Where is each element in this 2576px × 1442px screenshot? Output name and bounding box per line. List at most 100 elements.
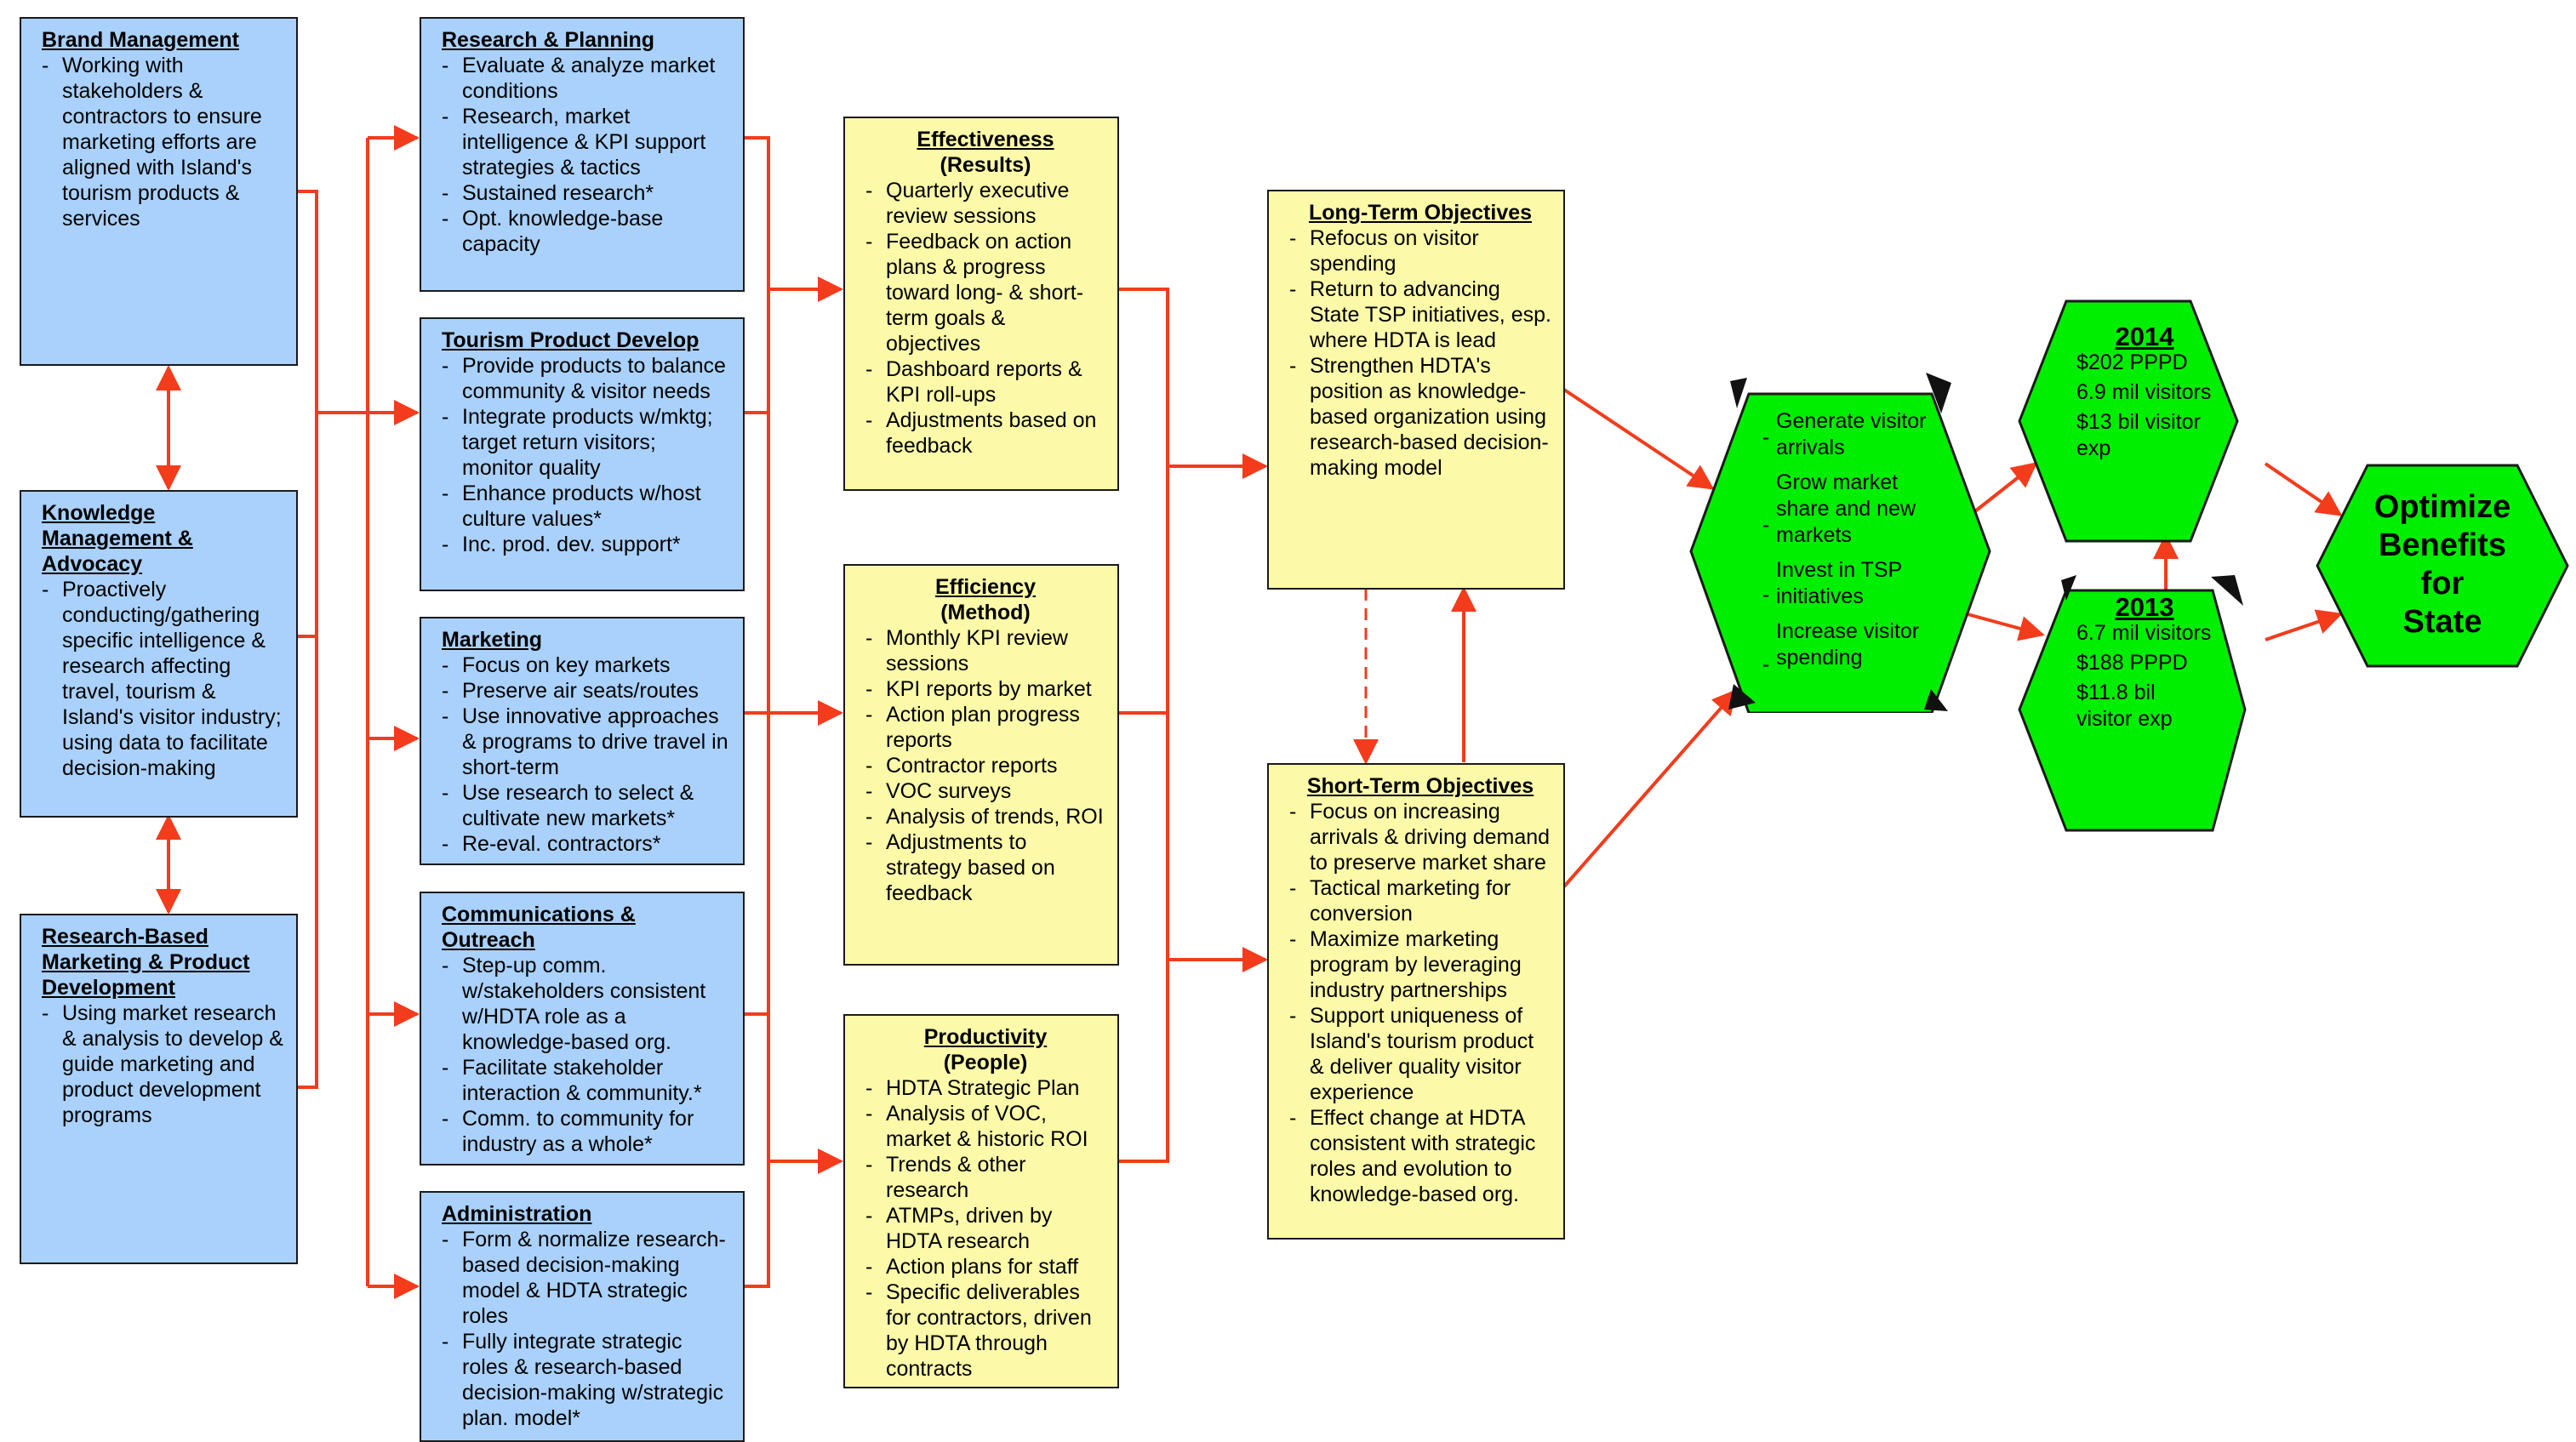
- year-2013-title: 2013: [2115, 592, 2174, 622]
- productivity-subtitle: (People): [943, 1051, 1028, 1074]
- short-term-objective-item: Support uniqueness of Island's tourism p…: [1289, 1003, 1551, 1105]
- short-term-objectives-box: Short-Term Objectives Focus on increasin…: [1267, 763, 1565, 1240]
- short-term-objectives-title: Short-Term Objectives: [1306, 774, 1534, 798]
- long-term-objective-item: Refocus on visitor spending: [1289, 225, 1551, 276]
- knowledge-management-title: Knowledge Management & Advocacy: [42, 501, 193, 576]
- research-planning-title: Research & Planning: [442, 28, 655, 52]
- optimize-benefits-hexagon: Optimize Benefits for State: [2315, 463, 2570, 669]
- productivity-item: Analysis of VOC, market & historic ROI: [865, 1101, 1105, 1152]
- brand-management-title: Brand Management: [42, 28, 239, 52]
- productivity-title: Productivity: [923, 1025, 1048, 1049]
- year-2014-item: $13 bil visitor exp: [2076, 410, 2201, 460]
- communications-item: Comm. to community for industry as a who…: [442, 1106, 731, 1157]
- marketing-item: Use research to select & cultivate new m…: [442, 780, 731, 831]
- efficiency-item: Monthly KPI review sessions: [865, 625, 1105, 676]
- long-term-objectives-title: Long-Term Objectives: [1308, 201, 1533, 225]
- short-term-objective-item: Focus on increasing arrivals & driving d…: [1289, 799, 1551, 875]
- research-planning-item: Evaluate & analyze market conditions: [442, 53, 731, 104]
- outcome-line: Benefits: [2379, 527, 2506, 563]
- year-2014-hexagon: 2014 $202 PPPD 6.9 mil visitors $13 bil …: [2017, 298, 2240, 544]
- short-term-objective-item: Effect change at HDTA consistent with st…: [1289, 1105, 1551, 1207]
- connector-measures-bus: [1119, 288, 1169, 1163]
- tourism-product-item: Provide products to balance community & …: [442, 353, 731, 404]
- tourism-product-item: Integrate products w/mktg; target return…: [442, 404, 731, 481]
- outcome-line: for: [2420, 566, 2465, 601]
- connector-brand: [298, 190, 318, 1089]
- short-term-objective-item: Tactical marketing for conversion: [1289, 875, 1551, 926]
- administration-item: Form & normalize research-based decision…: [442, 1227, 731, 1329]
- goal-item: Grow market share and new markets: [1776, 470, 1916, 547]
- outcome-line: Optimize: [2373, 489, 2511, 525]
- communications-box: Communications & Outreach Step-up comm. …: [420, 892, 745, 1166]
- arrow-goals-to-2013: [1967, 613, 2045, 641]
- goal-item: Invest in TSP initiatives: [1776, 558, 1902, 608]
- long-term-objective-item: Strengthen HDTA's position as knowledge-…: [1289, 353, 1551, 481]
- research-planning-item: Sustained research*: [442, 180, 731, 206]
- year-2013-hexagon-shape: [2018, 575, 2247, 832]
- productivity-item: Specific deliverables for contractors, d…: [865, 1280, 1105, 1382]
- research-based-marketing-box: Research-Based Marketing & Product Devel…: [20, 914, 298, 1264]
- year-2014-hexagon-shape: [2018, 299, 2239, 543]
- optimize-benefits-hexagon-shape: [2316, 464, 2569, 668]
- effectiveness-item: Adjustments based on feedback: [865, 408, 1105, 459]
- communications-item: Facilitate stakeholder interaction & com…: [442, 1055, 731, 1106]
- year-2014-item: $202 PPPD: [2076, 351, 2188, 374]
- productivity-item: ATMPs, driven by HDTA research: [865, 1203, 1105, 1254]
- arrow-goals-to-2014: [1966, 462, 2038, 519]
- productivity-item: HDTA Strategic Plan: [865, 1075, 1105, 1101]
- efficiency-item: VOC surveys: [865, 778, 1105, 804]
- goal-item: Generate visitor arrivals: [1776, 409, 1927, 459]
- knowledge-management-text: Proactively conducting/gathering specifi…: [42, 577, 284, 781]
- connector-functions-bus: [745, 136, 770, 1288]
- administration-item: Fully integrate strategic roles & resear…: [442, 1329, 731, 1431]
- efficiency-box: Efficiency (Method) Monthly KPI review s…: [843, 564, 1119, 966]
- research-planning-item: Research, market intelligence & KPI supp…: [442, 104, 731, 180]
- research-based-marketing-text: Using market research & analysis to deve…: [42, 1000, 284, 1128]
- effectiveness-item: Dashboard reports & KPI roll-ups: [865, 356, 1105, 408]
- tourism-product-title: Tourism Product Develop: [442, 328, 700, 352]
- research-based-marketing-title: Research-Based Marketing & Product Devel…: [42, 925, 250, 1000]
- arrow-long-to-goals: [1562, 388, 1715, 490]
- brand-management-text: Working with stakeholders & contractors …: [42, 53, 284, 231]
- marketing-item: Preserve air seats/routes: [442, 678, 731, 704]
- marketing-title: Marketing: [442, 628, 543, 652]
- efficiency-item: KPI reports by market: [865, 676, 1105, 702]
- research-planning-item: Opt. knowledge-base capacity: [442, 206, 731, 257]
- productivity-item: Trends & other research: [865, 1152, 1105, 1203]
- administration-title: Administration: [442, 1202, 592, 1226]
- efficiency-item: Action plan progress reports: [865, 702, 1105, 753]
- short-term-objective-item: Maximize marketing program by leveraging…: [1289, 926, 1551, 1003]
- tourism-product-box: Tourism Product Develop Provide products…: [420, 317, 745, 591]
- year-2013-item: 6.7 mil visitors: [2076, 621, 2212, 645]
- long-term-objectives-box: Long-Term Objectives Refocus on visitor …: [1267, 190, 1565, 590]
- tourism-product-item: Enhance products w/host culture values*: [442, 481, 731, 532]
- arrow-short-to-goals: [1562, 688, 1738, 888]
- effectiveness-item: Quarterly executive review sessions: [865, 178, 1105, 229]
- year-2014-title: 2014: [2115, 322, 2174, 351]
- long-term-objective-item: Return to advancing State TSP initiative…: [1289, 276, 1551, 353]
- communications-item: Step-up comm. w/stakeholders consistent …: [442, 953, 731, 1055]
- marketing-item: Use innovative approaches & programs to …: [442, 704, 731, 780]
- goal-item: Increase visitor spending: [1776, 619, 1920, 670]
- effectiveness-item: Feedback on action plans & progress towa…: [865, 229, 1105, 356]
- research-planning-box: Research & Planning Evaluate & analyze m…: [420, 17, 745, 292]
- knowledge-management-box: Knowledge Management & Advocacy Proactiv…: [20, 490, 298, 818]
- tourism-product-item: Inc. prod. dev. support*: [442, 532, 731, 557]
- administration-box: Administration Form & normalize research…: [420, 1191, 745, 1442]
- year-2014-item: 6.9 mil visitors: [2076, 380, 2212, 404]
- brand-management-box: Brand Management Working with stakeholde…: [20, 17, 298, 366]
- efficiency-subtitle: (Method): [940, 601, 1031, 624]
- effectiveness-box: Effectiveness (Results) Quarterly execut…: [843, 117, 1119, 491]
- productivity-item: Action plans for staff: [865, 1254, 1105, 1280]
- marketing-box: Marketing Focus on key markets Preserve …: [420, 617, 745, 865]
- arrow-2013-to-outcome: [2265, 609, 2343, 641]
- efficiency-item: Contractor reports: [865, 753, 1105, 778]
- arrow-2014-to-outcome: [2264, 462, 2343, 516]
- year-2013-item: $11.8 bil visitor exp: [2076, 681, 2173, 731]
- connector-left-bus: [317, 138, 369, 1286]
- efficiency-item: Adjustments to strategy based on feedbac…: [865, 829, 1105, 906]
- year-2013-hexagon: 2013 6.7 mil visitors $188 PPPD $11.8 bi…: [2017, 575, 2291, 837]
- year-2013-item: $188 PPPD: [2076, 651, 2188, 675]
- efficiency-item: Analysis of trends, ROI: [865, 804, 1105, 829]
